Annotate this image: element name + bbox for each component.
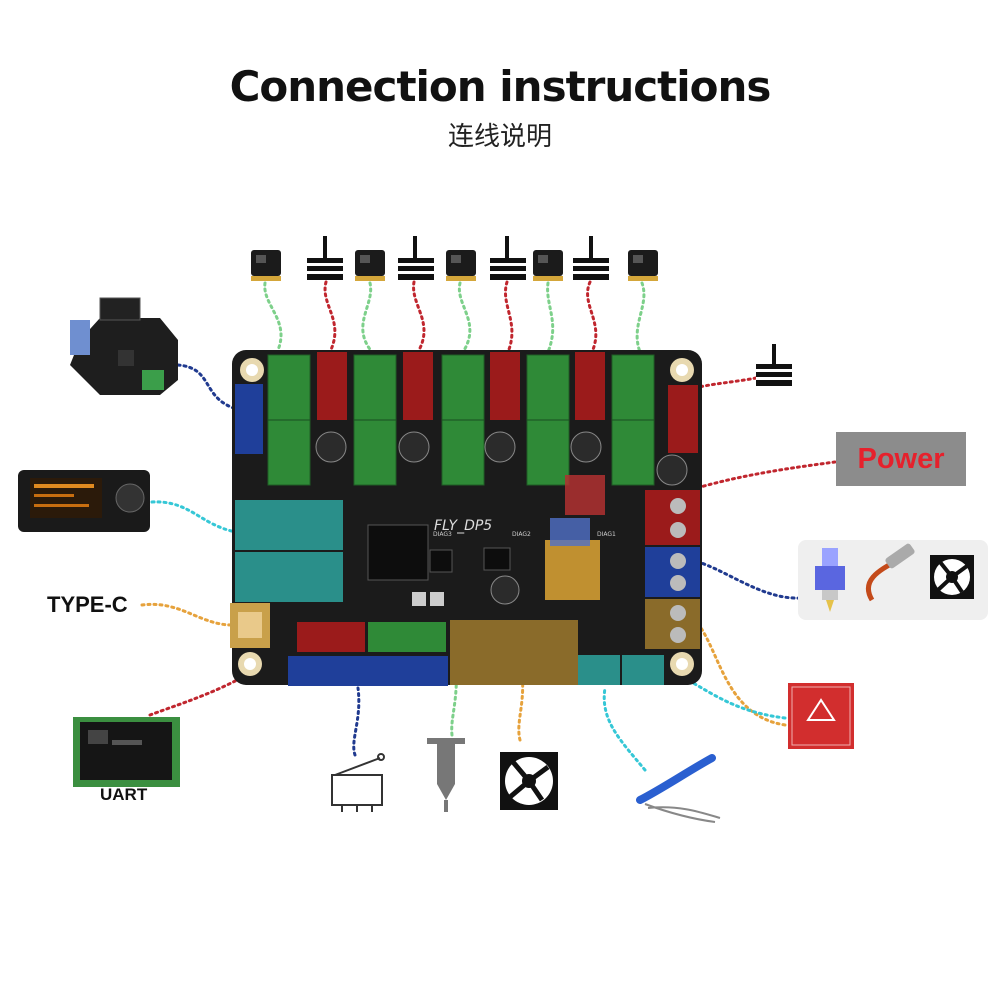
thermistor-connector-1 [578,655,620,685]
endstop-switch-2 [398,236,434,280]
page-title: Connection instructions [229,62,772,111]
wire-bed [688,613,787,727]
wire-endstop-5 [693,376,758,390]
page-subtitle: 连线说明 [447,122,552,152]
uart-touchscreen-icon [73,717,180,787]
exp2-header [235,552,343,602]
bed-terminal [645,599,700,649]
stepper-driver-4 [533,250,563,281]
stepper-driver-5 [628,250,658,281]
wire-endstop-bottom [352,686,361,757]
motor-connector-2 [403,352,433,420]
power-input-terminal [645,490,700,545]
wire-power [688,460,837,492]
endstop-switch-5 [756,344,792,386]
expansion-board-icon [70,297,178,395]
wire-expansion [176,363,242,412]
wire-hotend [688,558,802,600]
motor-connector-3 [490,352,520,420]
power-label: Power [857,442,945,475]
heater-cartridge-icon [865,543,915,602]
wire-endstop-3 [504,280,514,354]
uart-label: UART [100,785,148,804]
wire-motor-4 [546,281,555,354]
exp1-header [235,500,343,550]
wire-endstop-1 [323,280,337,354]
wire-motor-2 [361,281,374,354]
thermistor-icon [636,754,721,823]
wire-endstop-4 [586,280,598,354]
wire-typec [140,602,234,627]
wire-motor-5 [635,281,646,354]
stepper-driver-2 [355,250,385,281]
wire-endstop-2 [412,280,426,354]
hotend-icon [815,548,845,612]
fan-icon-bottom [500,752,558,810]
top-peripherals [251,236,792,386]
hotend-group [798,540,988,620]
stepper-driver-3 [446,250,476,281]
motor-connector-5 [668,385,698,453]
wifi-module [545,540,600,600]
diag3-label: DIAG3 [433,531,452,538]
wire-motor-3 [457,281,472,354]
bltouch-probe-icon [427,738,465,812]
heater-terminal [645,547,700,597]
probe-connector [368,622,446,652]
fan-icon-right [930,555,974,599]
mcu-chip [367,524,429,581]
endstop-switch-3 [490,236,526,280]
diag1-label: DIAG1 [597,531,616,538]
thermistor-connector-2 [622,655,664,685]
uart-connector [297,622,365,652]
motor-connector-4 [575,352,605,420]
wire-lcd [150,500,238,534]
mainboard: FLY_DP5 DIAG3 DIAG2 DIAG1 [230,350,702,686]
type-c-label: TYPE-C [47,592,128,617]
diag2-label: DIAG2 [512,531,531,538]
motor-connector-1 [317,352,347,420]
power-box: Power [836,432,966,486]
wire-thermistor [602,686,647,772]
wire-motor-1 [263,281,283,352]
expansion-port [235,384,263,454]
endstop-switch-bottom-icon [331,753,385,812]
endstop-switch-4 [573,236,609,280]
heated-bed-icon [788,683,854,749]
stepper-driver-1 [251,250,281,281]
endstop-switch-1 [307,236,343,280]
lcd-display-icon [18,470,150,532]
endstop-bottom-connector [288,656,448,686]
board-name: FLY_DP5 [434,518,492,534]
fan-connector-block [450,620,578,685]
